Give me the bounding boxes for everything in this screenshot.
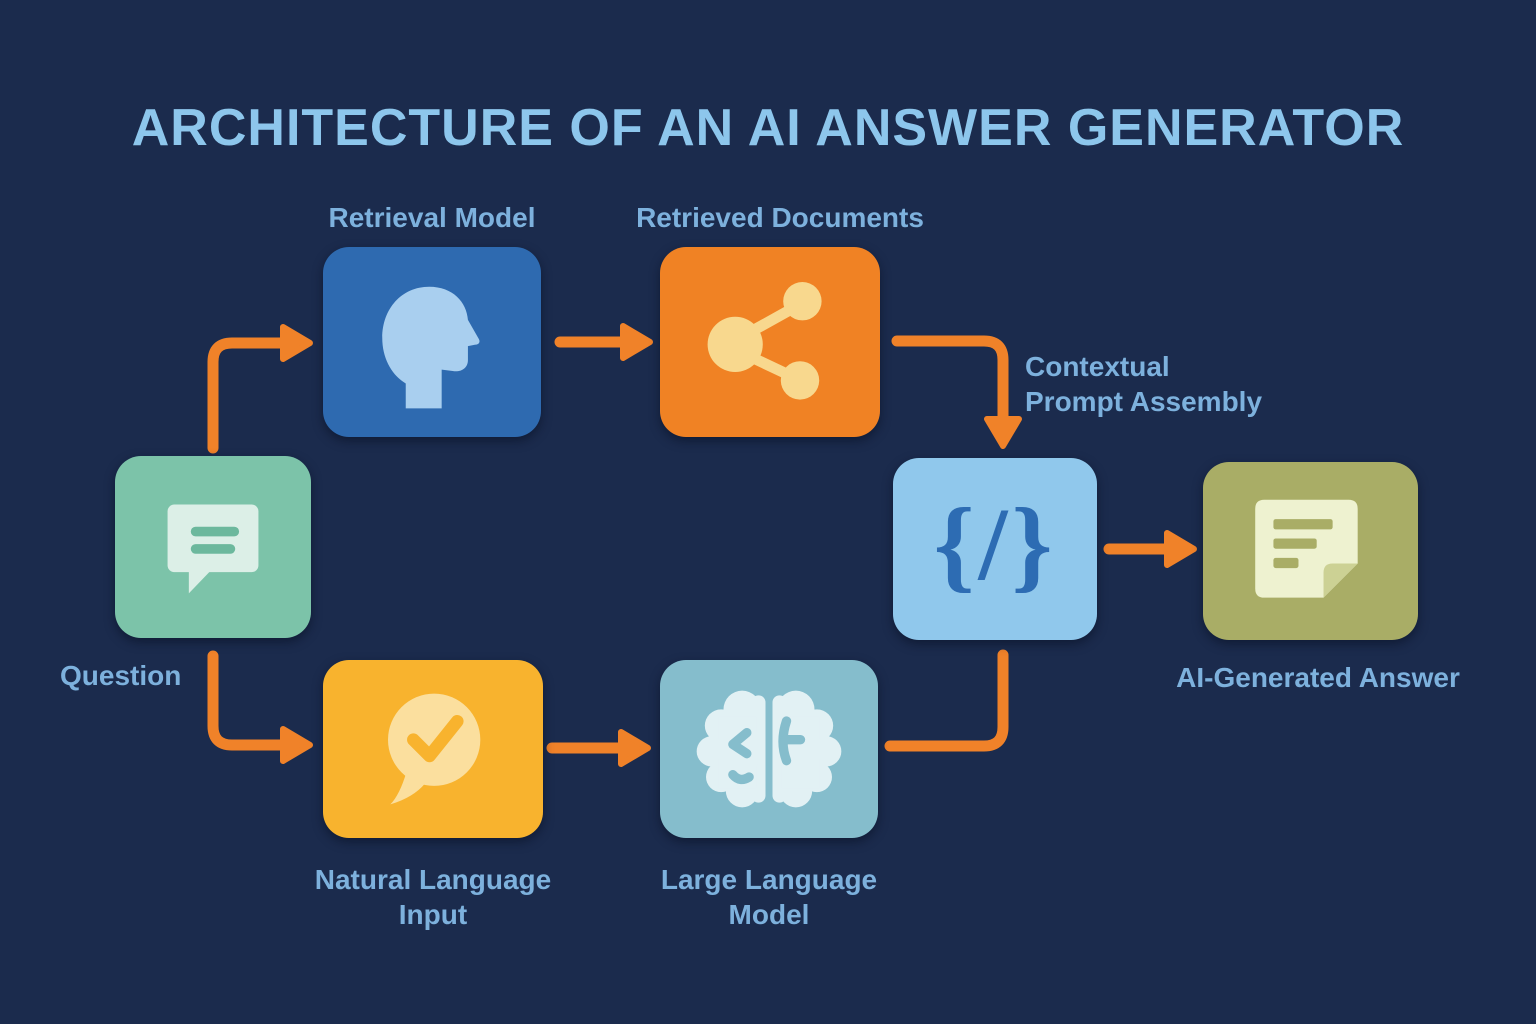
share-network-icon xyxy=(707,282,822,400)
arrow-head xyxy=(984,416,1022,449)
ai-generated-answer-label: AI-Generated Answer xyxy=(1176,662,1460,693)
question-label: Question xyxy=(60,660,182,691)
arrow-line xyxy=(884,649,1009,752)
node-natural-language-input xyxy=(323,660,543,838)
edge-prompt-assembly-to-ai-generated-answer xyxy=(1103,530,1197,568)
retrieved-documents-label: Retrieved Documents xyxy=(636,202,924,233)
brain-icon xyxy=(696,690,842,808)
node-ai-generated-answer xyxy=(1203,462,1418,640)
speech-check-icon xyxy=(388,693,481,805)
chat-bubble-icon xyxy=(167,504,259,594)
edge-large-language-model-to-prompt-assembly xyxy=(884,649,1009,752)
arrow-head xyxy=(620,323,653,361)
contextual-prompt-assembly-label-line2: Prompt Assembly xyxy=(1025,386,1263,417)
node-retrieved-documents xyxy=(660,247,880,437)
natural-language-input-label-line1: Natural Language xyxy=(314,864,552,895)
arrow-head xyxy=(280,726,313,764)
large-language-model-label-line2: Model xyxy=(728,899,810,930)
edge-natural-language-input-to-large-language-model xyxy=(546,729,651,767)
code-braces-icon: {/} xyxy=(933,487,1057,602)
edge-retrieved-documents-to-prompt-assembly xyxy=(891,335,1022,449)
node-large-language-model xyxy=(660,660,878,838)
node-contextual-prompt-assembly: {/} xyxy=(893,458,1097,640)
retrieval-model-label: Retrieval Model xyxy=(328,202,536,233)
natural-language-input-label: Natural Language Input xyxy=(283,862,583,932)
natural-language-input-label-line2: Input xyxy=(398,899,468,930)
arrow-head xyxy=(280,324,313,362)
contextual-prompt-assembly-label-line1: Contextual xyxy=(1025,351,1170,382)
document-icon xyxy=(1254,499,1358,598)
edge-retrieval-model-to-retrieved-documents xyxy=(554,323,653,361)
arrow-line xyxy=(891,335,1009,423)
arrow-head xyxy=(618,729,651,767)
node-question xyxy=(115,456,311,638)
large-language-model-label-line1: Large Language xyxy=(660,864,878,895)
edge-question-to-retrieval-model xyxy=(207,324,313,454)
node-retrieval-model xyxy=(323,247,541,437)
head-profile-icon xyxy=(382,286,480,409)
arrow-head xyxy=(1164,530,1197,568)
large-language-model-label: Large Language Model xyxy=(619,862,919,932)
contextual-prompt-assembly-label: Contextual Prompt Assembly xyxy=(1025,349,1345,419)
page-title: ARCHITECTURE OF AN AI ANSWER GENERATOR xyxy=(131,99,1405,157)
arrow-line xyxy=(207,337,288,454)
